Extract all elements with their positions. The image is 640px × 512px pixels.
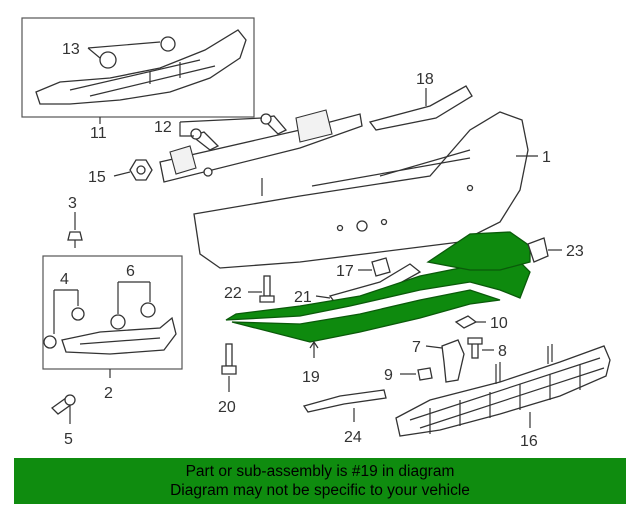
part-9-clip <box>417 367 433 381</box>
part-5-screw <box>50 394 76 415</box>
callout-4: 4 <box>60 271 69 288</box>
part-16-absorber <box>395 344 611 437</box>
part-1-fascia <box>193 111 529 269</box>
callout-18: 18 <box>416 71 434 88</box>
callout-19: 19 <box>302 369 320 386</box>
leader-4 <box>53 289 79 334</box>
callout-8: 8 <box>498 343 507 360</box>
part-2-bracket <box>61 316 177 355</box>
part-22-bolt <box>259 275 275 303</box>
part-10-clip <box>454 315 478 329</box>
callout-7: 7 <box>412 339 421 356</box>
callout-10: 10 <box>490 315 508 332</box>
callout-20: 20 <box>218 399 236 416</box>
callout-23: 23 <box>566 243 584 260</box>
part-6-clip-a <box>110 314 126 330</box>
part-15-nut <box>129 159 153 181</box>
part-3-push-pin <box>67 231 83 248</box>
part-17-cover <box>371 257 391 277</box>
callout-2: 2 <box>104 385 113 402</box>
callout-13: 13 <box>62 41 80 58</box>
part-14-reinforcement <box>159 109 363 183</box>
leader-12 <box>179 117 263 137</box>
part-11-bracket <box>35 29 247 105</box>
part-12-bolts <box>190 113 288 151</box>
group-box-11 <box>21 17 255 118</box>
leader-13 <box>87 41 161 59</box>
part-19-lower-valance <box>225 231 531 343</box>
callout-21: 21 <box>294 289 312 306</box>
leader-21 <box>315 295 331 299</box>
part-7-bracket <box>441 339 465 383</box>
part-18-strip <box>368 85 473 131</box>
callout-12: 12 <box>154 119 172 136</box>
part-20-bolt <box>221 343 237 375</box>
parts-diagram: 13 11 12 14 15 18 1 <box>21 17 611 450</box>
part-24-strip <box>302 389 387 413</box>
banner-line-1: Part or sub-assembly is #19 in diagram <box>185 463 455 480</box>
info-banner: Part or sub-assembly is #19 in diagram D… <box>14 458 626 504</box>
callout-6: 6 <box>126 263 135 280</box>
callout-15: 15 <box>88 169 106 186</box>
callout-17: 17 <box>336 263 354 280</box>
part-13-clip-b <box>160 36 176 52</box>
group-box-2 <box>42 255 183 370</box>
callout-11: 11 <box>90 125 107 142</box>
leader-15 <box>113 171 131 177</box>
callout-16: 16 <box>520 433 538 450</box>
part-6-clip-b <box>140 302 156 318</box>
leader-6 <box>117 281 151 314</box>
part-8-bolt <box>467 337 483 359</box>
leader-7 <box>425 345 443 349</box>
callout-5: 5 <box>64 431 73 448</box>
callout-9: 9 <box>384 367 393 384</box>
leader-19-arrow <box>309 340 319 349</box>
callout-3: 3 <box>68 195 77 212</box>
callout-24: 24 <box>344 429 362 446</box>
part-4-nut-a <box>43 335 57 349</box>
part-4-nut-b <box>71 307 85 321</box>
callout-1: 1 <box>542 149 551 166</box>
part-13-clip-a <box>99 51 117 69</box>
callout-22: 22 <box>224 285 242 302</box>
part-23-bracket <box>527 237 549 263</box>
banner-line-2: Diagram may not be specific to your vehi… <box>170 482 470 499</box>
